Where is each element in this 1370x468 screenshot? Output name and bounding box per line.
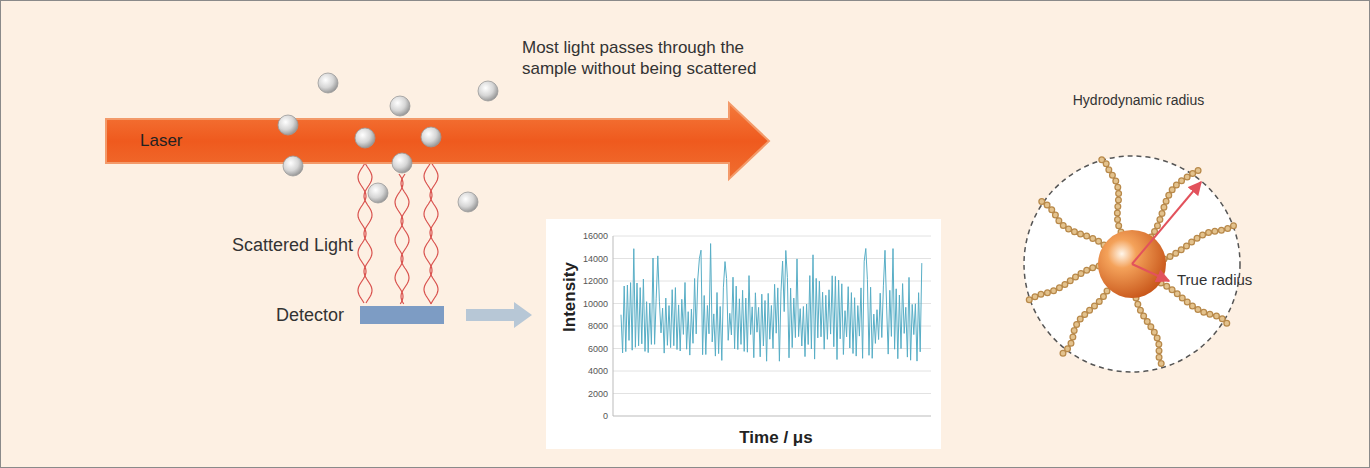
light-wave [430,148,438,304]
particle [458,192,478,212]
laser-arrow [106,103,769,179]
light-wave [424,148,432,304]
particle [421,127,441,147]
radius-label: Hydrodynamic radius [1066,91,1211,109]
particle [283,156,303,176]
detector: Detector [360,306,444,324]
tick-label: 6000 [561,343,608,355]
tick-label: 16000 [561,230,608,242]
annotation: Most light passes through the sample wit… [522,37,767,79]
axis-title: Time / μs [676,428,876,448]
light-wave [358,149,366,303]
particle [355,128,375,148]
flow-arrow [466,302,532,328]
hydrodynamic-sphere [1024,156,1240,372]
tick-label: 4000 [561,365,608,377]
tick-label: 0 [561,410,608,422]
light-wave [401,174,409,304]
laser-label: Laser [140,131,183,151]
polymer-chains [1027,159,1237,367]
light-wave [364,149,372,303]
particle [390,96,410,116]
axis-title: Intensity [560,247,580,347]
light-wave [395,174,403,304]
particle [478,81,498,101]
annotation: Scattered Light [232,234,353,256]
plot-area [546,219,941,449]
tick-label: 2000 [561,388,608,400]
particle [278,115,298,135]
particle [392,153,412,173]
radius-arrow [1132,264,1169,281]
particle [318,73,338,93]
scattered-light-waves [358,148,438,304]
intensity-trace [621,244,922,362]
radius-arrow [1132,182,1201,264]
radius-label: True radius [1177,271,1252,289]
intensity-chart: IntensityTime / μs [546,219,941,449]
detector-label: Detector [276,304,344,326]
particle [368,183,388,203]
